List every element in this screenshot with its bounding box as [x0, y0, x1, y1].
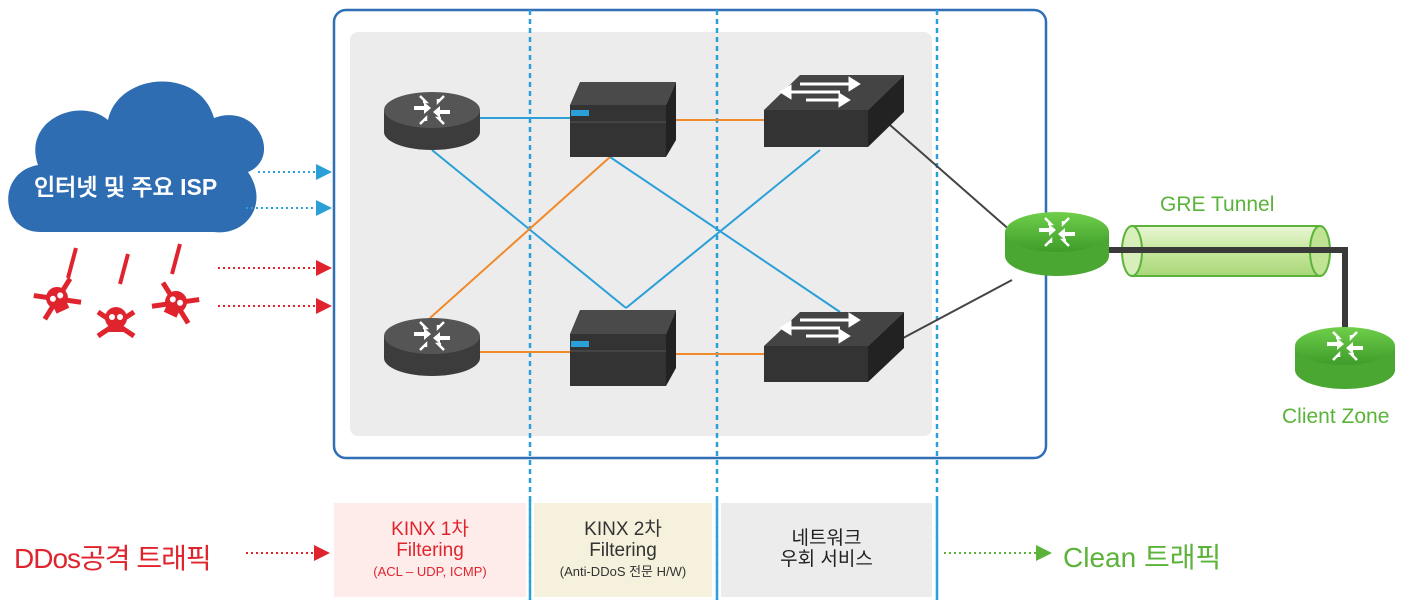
attack-ingress-arrows — [218, 260, 332, 561]
stage-2-title: KINX 2차 — [584, 519, 662, 541]
stage-1-box: KINX 1차 Filtering (ACL – UDP, ICMP) — [334, 503, 526, 597]
switch-top — [764, 75, 904, 147]
edge-router — [1005, 212, 1109, 276]
stage-2-detail: (Anti-DDoS 전문 H/W) — [559, 564, 687, 580]
switch-bottom — [764, 312, 904, 382]
stage-2-box: KINX 2차 Filtering (Anti-DDoS 전문 H/W) — [534, 503, 712, 597]
cloud-icon — [8, 81, 265, 233]
clean-ingress-arrows — [246, 164, 332, 216]
dark-links — [889, 124, 1013, 346]
stage-3-title: 네트워크 — [791, 528, 862, 550]
cloud-label: 인터넷 및 주요 ISP — [34, 174, 218, 200]
stage-1-title: KINX 1차 — [391, 519, 469, 541]
client-router — [1295, 327, 1395, 389]
router-top-left — [384, 92, 480, 150]
stage-2-subtitle: Filtering — [589, 540, 657, 562]
skull-icon — [33, 277, 200, 339]
attack-slashes — [66, 243, 182, 285]
router-bottom-left — [384, 318, 480, 376]
ddos-traffic-label: DDos공격 트래픽 — [14, 543, 212, 574]
client-zone-label: Client Zone — [1282, 405, 1390, 428]
stage-1-subtitle: Filtering — [396, 540, 464, 562]
clean-traffic-label: Clean 트래픽 — [1063, 542, 1222, 573]
anti-ddos-appliance-top — [570, 82, 676, 157]
gre-tunnel-label: GRE Tunnel — [1160, 193, 1275, 216]
orange-links — [429, 119, 766, 355]
stage-1-detail: (ACL – UDP, ICMP) — [373, 564, 487, 580]
stage-3-box: 네트워크 우회 서비스 — [721, 503, 932, 597]
gre-tunnel — [1100, 225, 1348, 338]
anti-ddos-appliance-bottom — [570, 310, 676, 386]
stage-3-subtitle: 우회 서비스 — [780, 549, 873, 570]
